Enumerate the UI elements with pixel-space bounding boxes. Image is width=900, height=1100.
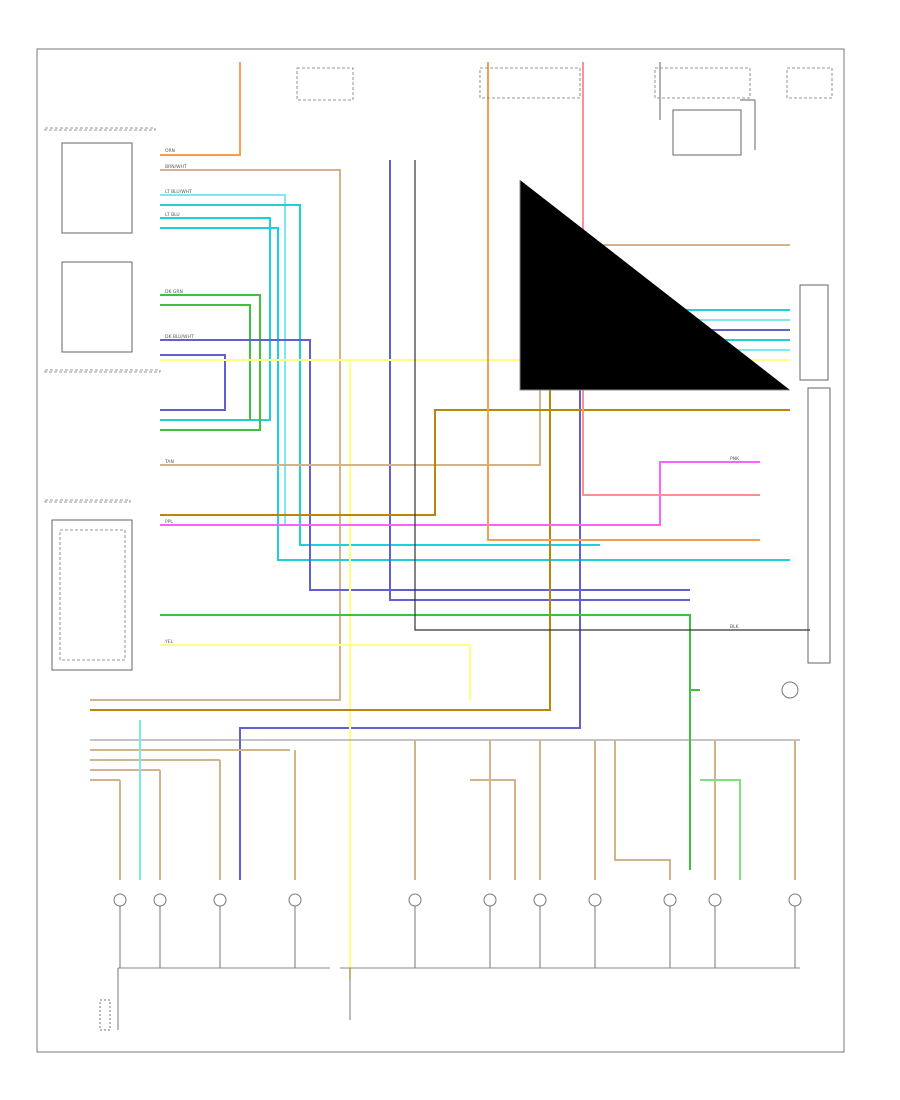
wire-label: LT BLU/WHT [165, 189, 192, 195]
wire-label: ORN [165, 148, 175, 154]
diagram-border [36, 48, 845, 1053]
wire-label: BLK [730, 624, 740, 630]
wire-label: TAN [164, 459, 174, 465]
wires [90, 148, 810, 980]
wire-label-marks: ORN BRN/WHT LT BLU/WHT LT BLU DK GRN DK … [164, 148, 740, 645]
wire-label: YEL [164, 639, 174, 645]
lamps [99, 681, 802, 1031]
wire-label: DK GRN [165, 289, 183, 295]
wire-label: BRN/WHT [165, 164, 187, 170]
wire-label: PPL [165, 519, 173, 525]
power-feeds [239, 62, 833, 156]
wire-label: LT BLU [165, 212, 180, 218]
wire-label: DK BLU/WHT [165, 334, 194, 340]
right-connector [799, 284, 831, 664]
left-relays [44, 127, 161, 671]
wire-label: PNK [730, 456, 740, 462]
